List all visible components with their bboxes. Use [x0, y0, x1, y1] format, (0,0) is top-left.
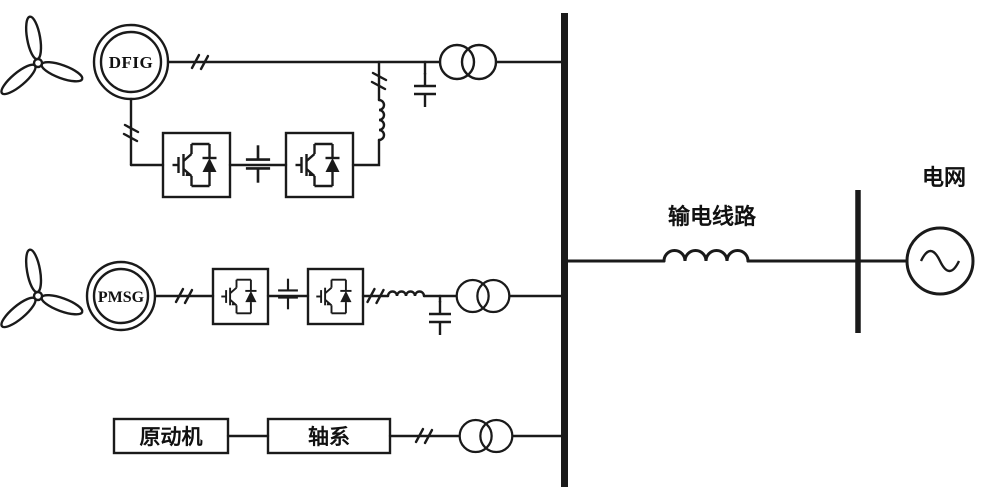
transformer — [438, 43, 498, 81]
transformer — [455, 278, 511, 314]
shaft-system-block: 轴系 — [266, 417, 392, 455]
grid-source — [905, 226, 975, 296]
converter-output-wire — [351, 138, 381, 167]
igbt-diode-icon — [220, 278, 258, 315]
filter-capacitor — [412, 71, 438, 109]
filter-inductor — [377, 98, 386, 142]
transmission-inductor — [662, 249, 750, 263]
prime-mover-block: 原动机 — [112, 417, 230, 455]
igbt-diode-icon — [315, 278, 353, 315]
dfig-label: DFIG — [109, 53, 154, 72]
bus-bar — [561, 13, 568, 487]
pmsg-label: PMSG — [98, 289, 145, 306]
filter-capacitor — [427, 299, 453, 337]
grid-label: 电网 — [922, 165, 966, 190]
grid-side-converter — [306, 267, 365, 326]
dc-link-capacitor — [277, 277, 299, 311]
transformer — [458, 418, 514, 454]
igbt-diode-icon — [294, 142, 341, 188]
shaft-system-label: 轴系 — [308, 425, 350, 449]
sine-wave-icon — [919, 249, 961, 273]
igbt-diode-icon — [171, 142, 218, 188]
machine-side-converter — [211, 267, 270, 326]
grid-side-converter — [284, 131, 355, 199]
pmsg-generator: PMSG — [85, 260, 157, 332]
filter-inductor — [386, 290, 426, 298]
rotor-side-converter — [161, 131, 232, 199]
prime-mover-label: 原动机 — [140, 425, 203, 449]
wind-turbine-icon — [0, 240, 88, 334]
dfig-generator: DFIG — [92, 23, 170, 101]
transmission-line-label: 输电线路 — [668, 204, 757, 229]
wind-turbine-icon — [0, 7, 88, 101]
